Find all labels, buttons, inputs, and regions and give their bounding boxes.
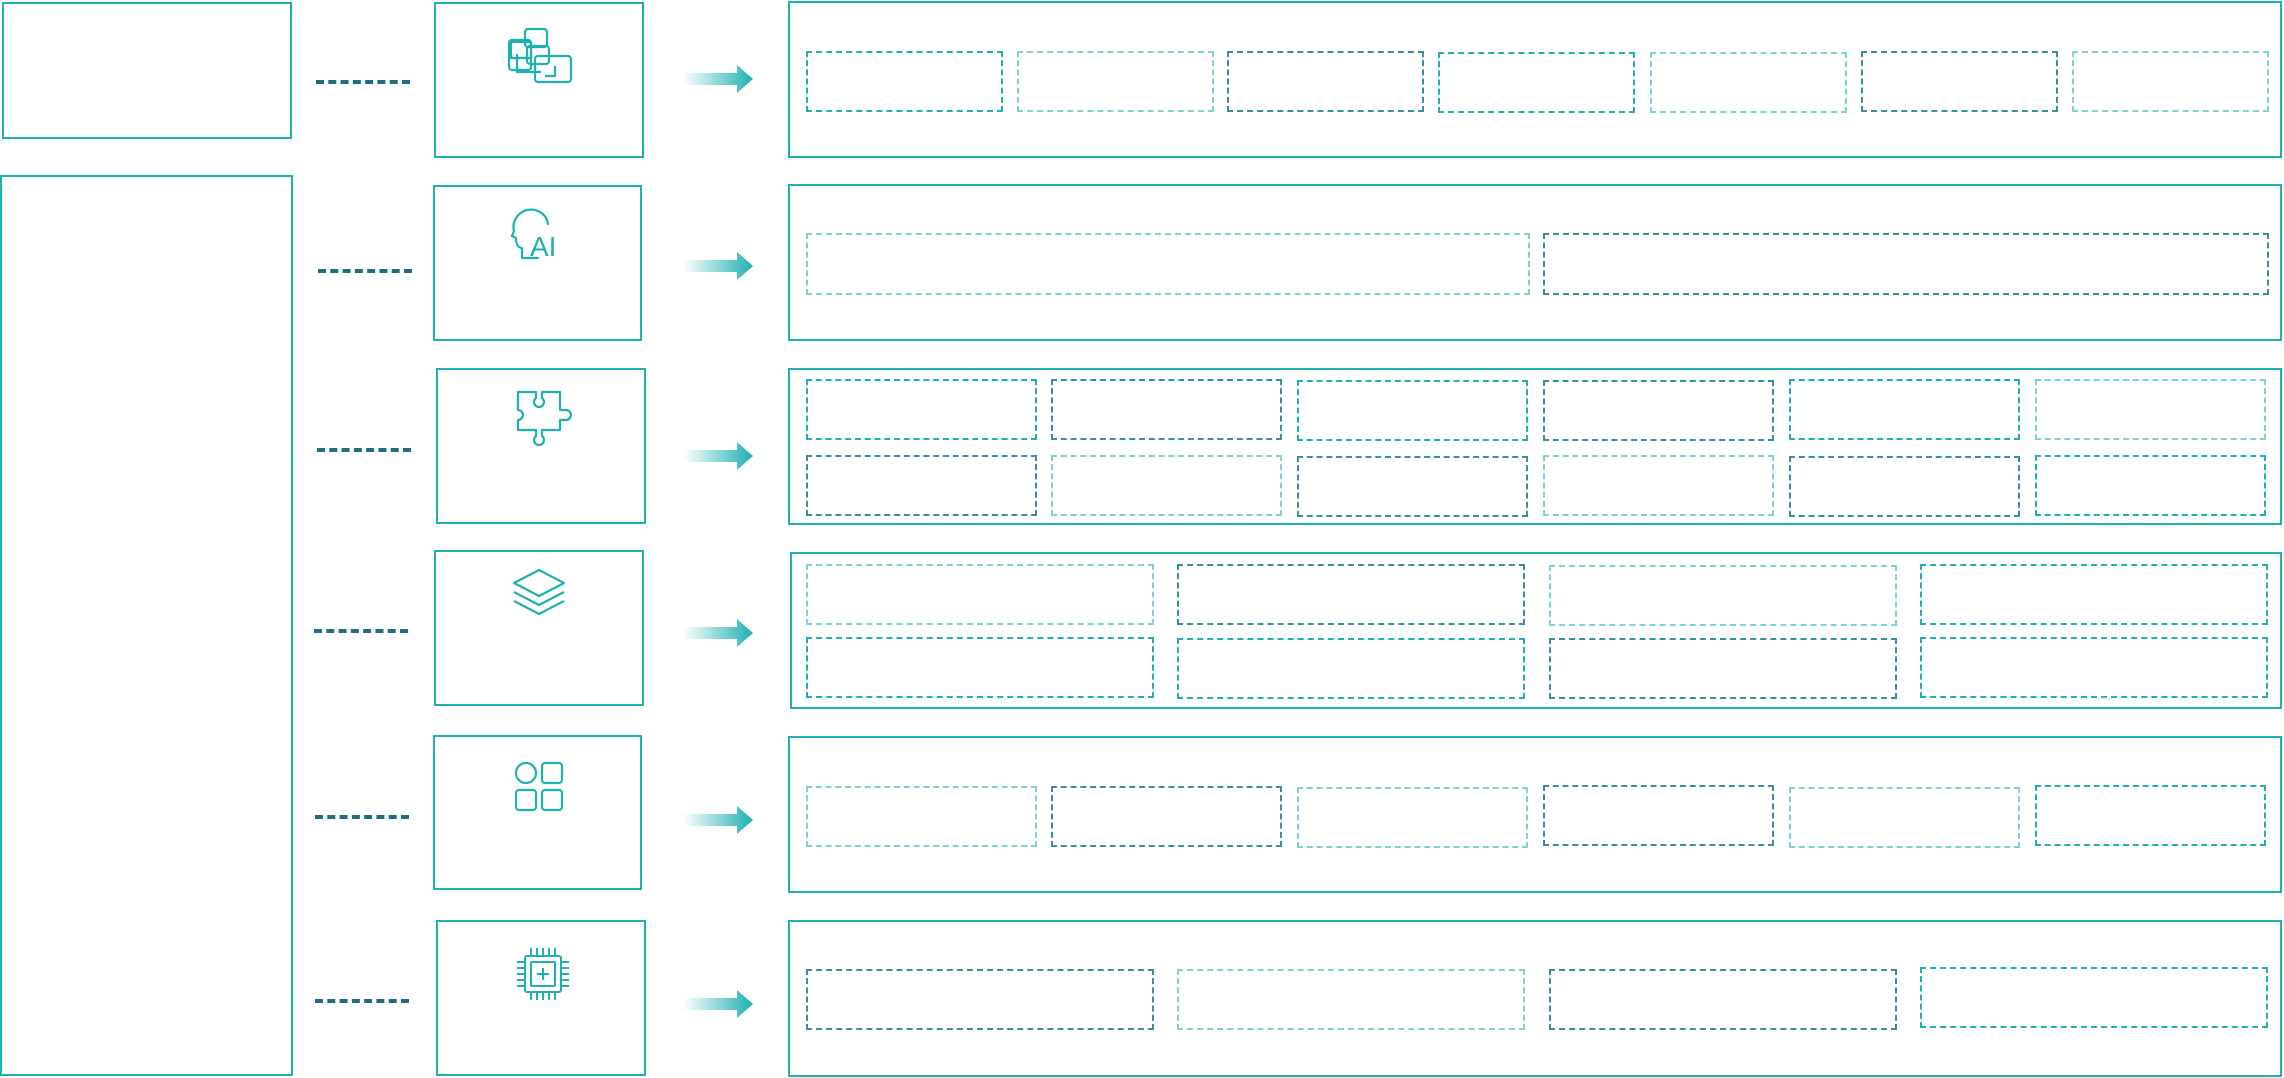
slot-3-10 (1543, 455, 1774, 516)
content-panel-5 (788, 736, 2282, 893)
slot-3-1 (806, 379, 1037, 440)
slot-4-5 (806, 637, 1154, 698)
slot-5-4 (1543, 785, 1774, 846)
stack-layers-icon (512, 568, 566, 616)
slot-3-8 (1051, 455, 1282, 516)
slot-1-6 (1861, 51, 2058, 112)
apps-grid-icon (514, 761, 564, 812)
slot-3-12 (2035, 455, 2266, 516)
slot-6-2 (1177, 969, 1525, 1030)
slot-6-4 (1920, 967, 2268, 1028)
slot-6-3 (1549, 969, 1897, 1030)
connector-dash-3 (317, 448, 411, 452)
chip-icon (517, 948, 569, 1000)
slot-6-1 (806, 969, 1154, 1030)
connector-dash-4 (314, 629, 408, 633)
slot-3-3 (1297, 380, 1528, 441)
slot-3-9 (1297, 456, 1528, 517)
slot-1-3 (1227, 51, 1424, 112)
connector-dash-5 (315, 815, 409, 819)
arrow-right-6 (683, 990, 753, 1018)
slot-3-7 (806, 455, 1037, 516)
slot-1-2 (1017, 51, 1214, 112)
arrow-right-3 (683, 442, 753, 470)
copy-layers-icon (507, 27, 573, 84)
puzzle-icon (516, 390, 573, 447)
slot-5-2 (1051, 786, 1282, 847)
slot-4-3 (1549, 565, 1897, 626)
slot-4-6 (1177, 638, 1525, 699)
arrow-right-5 (683, 806, 753, 834)
icon-box-6 (436, 920, 646, 1076)
slot-5-5 (1789, 787, 2020, 848)
slot-3-6 (2035, 379, 2266, 440)
slot-5-3 (1297, 787, 1528, 848)
slot-1-4 (1438, 52, 1635, 113)
arrow-right-4 (683, 619, 753, 647)
slot-4-1 (806, 564, 1154, 625)
connector-dash-1 (316, 80, 410, 84)
slot-3-2 (1051, 379, 1282, 440)
slot-4-4 (1920, 564, 2268, 625)
left-header-box (2, 2, 292, 139)
slot-4-7 (1549, 638, 1897, 699)
connector-dash-2 (318, 269, 412, 273)
slot-2-2 (1543, 233, 2269, 295)
ai-icon-text: AI (530, 231, 556, 262)
slot-1-1 (806, 51, 1003, 112)
icon-box-5 (433, 735, 642, 890)
arrow-right-1 (683, 65, 753, 93)
slot-2-1 (806, 233, 1530, 295)
slot-1-5 (1650, 52, 1847, 113)
slot-3-11 (1789, 456, 2020, 517)
slot-4-2 (1177, 564, 1525, 625)
slot-4-8 (1920, 637, 2268, 698)
slot-1-7 (2072, 51, 2269, 112)
slot-3-4 (1543, 380, 1774, 441)
icon-box-4 (434, 550, 644, 706)
slot-3-5 (1789, 379, 2020, 440)
slot-5-6 (2035, 785, 2266, 846)
left-main-box (0, 175, 293, 1076)
slot-5-1 (806, 786, 1037, 847)
arrow-right-2 (683, 252, 753, 280)
ai-head-icon: AI (510, 208, 556, 262)
connector-dash-6 (315, 999, 409, 1003)
content-panel-3 (788, 368, 2282, 525)
